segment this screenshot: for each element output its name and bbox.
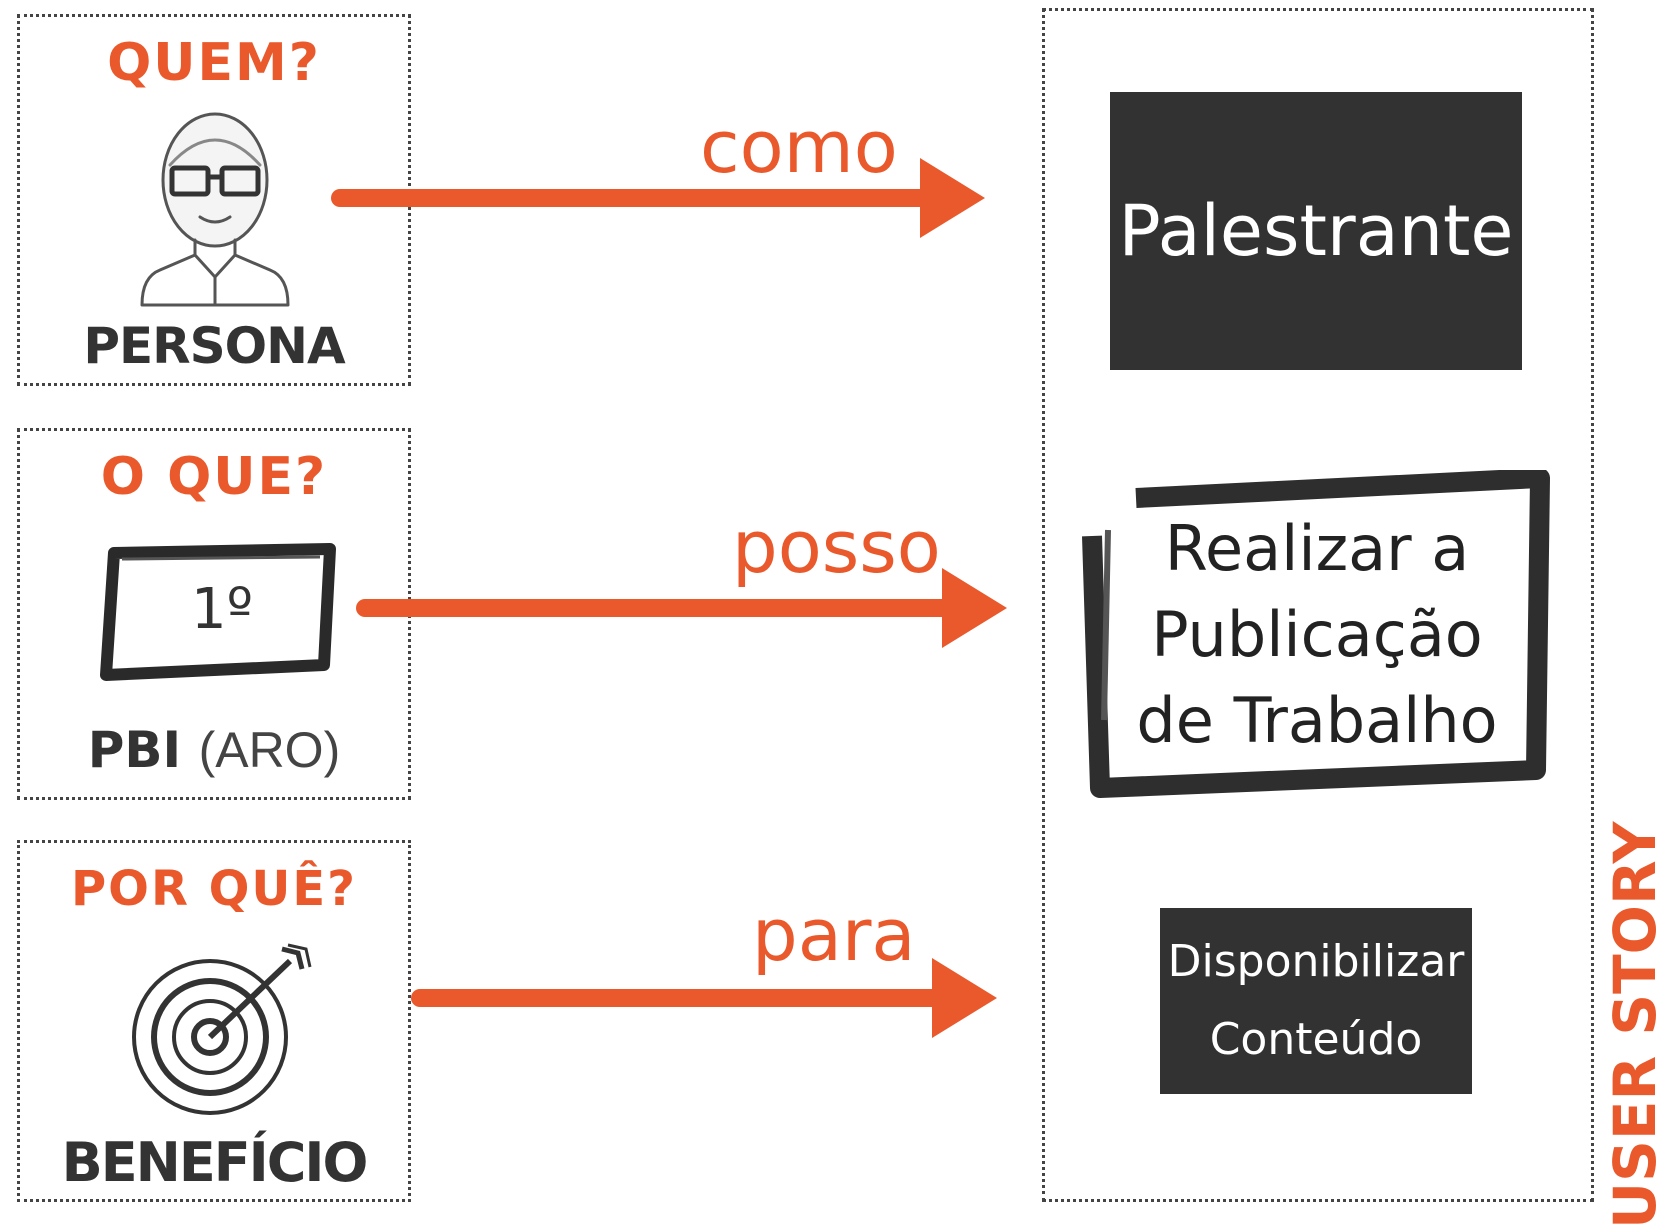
story-persona: Palestrante [1110, 92, 1522, 370]
pbi-label: PBI (ARO) [20, 721, 408, 779]
why-question: POR QUÊ? [70, 861, 358, 917]
who-question: QUEM? [107, 33, 321, 93]
what-card: O QUE? 1º PBI (ARO) [17, 428, 411, 800]
arrowhead-posso [942, 568, 1007, 648]
story-action-line-3: de Trabalho [1136, 684, 1498, 757]
story-benefit: Disponibilizar Conteúdo [1160, 908, 1472, 1094]
person-icon [130, 105, 300, 315]
story-benefit-line-2: Conteúdo [1209, 1014, 1423, 1065]
persona-label: PERSONA [83, 317, 345, 375]
story-action-line-2: Publicação [1151, 598, 1483, 671]
arrowhead-para [932, 958, 997, 1038]
who-card: QUEM? PERSONA [17, 14, 411, 386]
pbi-label-bold: PBI [87, 721, 182, 779]
card-icon: 1º [92, 539, 352, 689]
why-card: POR QUÊ? BENEFÍCIO [17, 840, 411, 1202]
card-icon-text: 1º [190, 577, 253, 642]
story-action-line-1: Realizar a [1164, 512, 1470, 585]
connector-posso: posso [732, 505, 941, 589]
connector-para: para [752, 893, 916, 977]
connector-como: como [700, 105, 898, 189]
user-story-title: USER STORY [1601, 821, 1669, 1229]
story-action-frame [1078, 468, 1552, 810]
user-story-panel [1042, 8, 1594, 1202]
pbi-label-thin: (ARO) [198, 722, 341, 778]
story-benefit-line-1: Disponibilizar [1167, 936, 1465, 987]
story-action: Realizar a Publicação de Trabalho [1110, 500, 1524, 770]
target-icon [120, 939, 330, 1119]
arrowhead-como [920, 158, 985, 238]
beneficio-label: BENEFÍCIO [61, 1131, 369, 1194]
what-question: O QUE? [100, 447, 328, 507]
